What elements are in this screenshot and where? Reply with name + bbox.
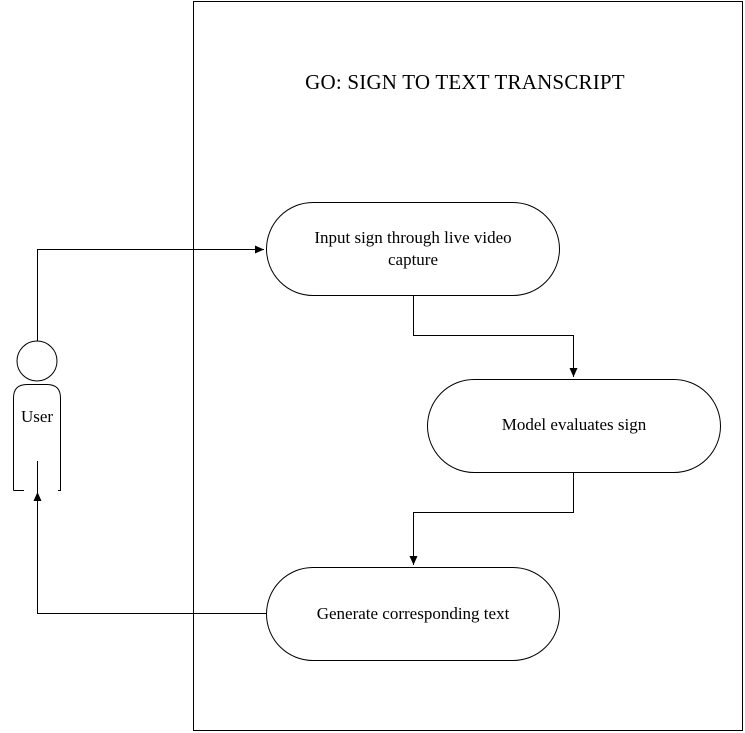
node-generate-shape [266,567,560,661]
node-generate-label: Generate corresponding text [316,604,510,623]
actor-body [13,384,61,491]
actor-head [16,340,58,382]
edge-user-to-input [37,245,264,341]
node-input-shape [266,202,560,296]
diagram-title: GO: SIGN TO TEXT TRANSCRIPT [305,70,625,94]
node-evaluate-label: Model evaluates sign [501,415,647,434]
system-boundary [193,1,743,731]
node-input-label: Input sign through live video capture [314,228,512,269]
edge-input-to-evaluate [413,296,578,377]
actor-user-label: User [20,407,54,426]
edge-generate-to-user [33,492,266,614]
node-evaluate-shape [427,379,721,473]
actor-user-figure [13,340,61,497]
edge-evaluate-to-generate [409,473,574,565]
